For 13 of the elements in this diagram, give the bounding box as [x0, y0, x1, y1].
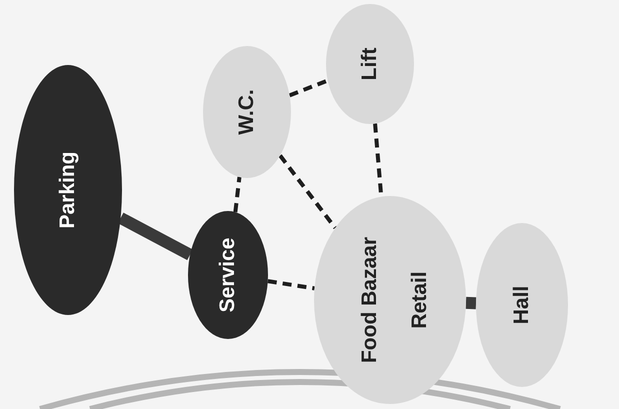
bubble-label: Retail: [408, 271, 432, 329]
dashed-connector: [278, 154, 337, 230]
connector-line: [466, 296, 476, 310]
connector-line: [118, 212, 193, 260]
bubble-label: Hall: [510, 286, 534, 324]
dashed-connector: [233, 176, 242, 212]
dashed-connector: [268, 279, 315, 290]
bubble-label: Service: [216, 238, 240, 312]
bubble-label: Parking: [56, 151, 80, 229]
bubble-label: Lift: [358, 48, 382, 80]
bubble-label: W.C.: [235, 89, 259, 135]
bubble-label: Food Bazaar: [358, 236, 382, 364]
dashed-connector: [288, 78, 328, 98]
